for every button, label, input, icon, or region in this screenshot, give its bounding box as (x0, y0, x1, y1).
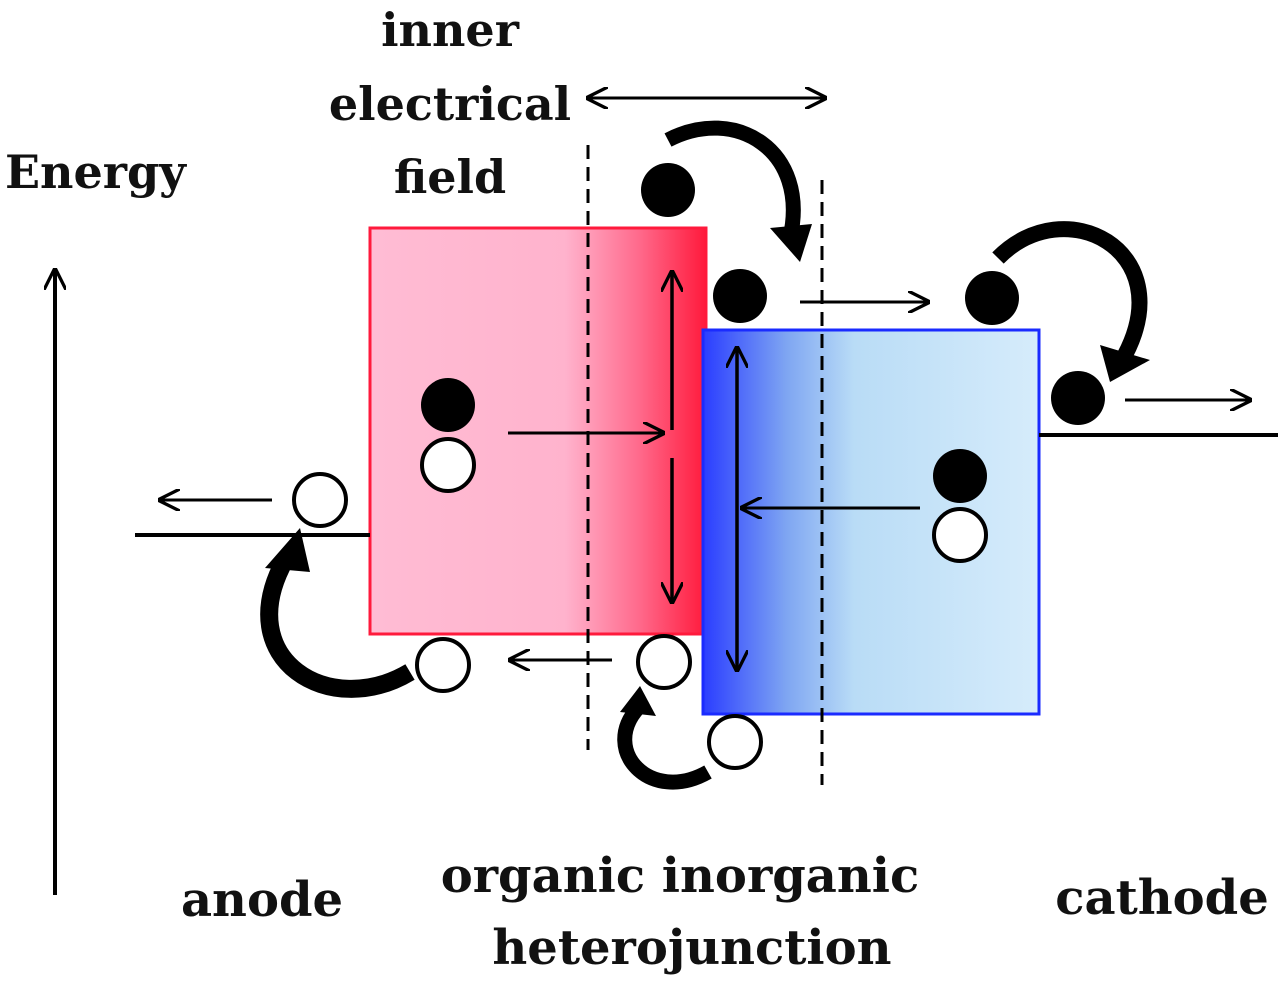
hole (292, 472, 348, 528)
hole (932, 507, 988, 563)
curved-transfer-arrowhead (620, 686, 656, 716)
junction-label-line2: heterojunction (492, 920, 891, 976)
electron (1051, 371, 1105, 425)
anode-label: anode (181, 872, 343, 928)
inorganic-block (701, 328, 1041, 716)
cathode-label: cathode (1055, 870, 1269, 926)
electron (713, 269, 767, 323)
field-label-line3: field (394, 150, 506, 204)
hole (707, 714, 763, 770)
curved-transfer-arrowhead (1100, 345, 1150, 382)
hole (636, 634, 692, 690)
field-label-line2: electrical (329, 77, 571, 131)
organic-block (368, 226, 708, 636)
curved-transfer-arrow (617, 702, 712, 790)
energy-label: Energy (5, 145, 187, 199)
curved-transfer-arrow (260, 555, 415, 698)
electron (421, 378, 475, 432)
electron (965, 271, 1019, 325)
curved-transfer-arrow (992, 221, 1148, 359)
electron (933, 449, 987, 503)
hole (420, 437, 476, 493)
field-label-line1: inner (381, 3, 520, 57)
junction-label-line1: organic inorganic (441, 848, 920, 904)
curved-transfer-arrowhead (265, 528, 310, 572)
electron (641, 163, 695, 217)
curved-transfer-arrowhead (770, 224, 812, 262)
hole (415, 637, 471, 693)
curved-transfer-arrow (664, 120, 801, 240)
